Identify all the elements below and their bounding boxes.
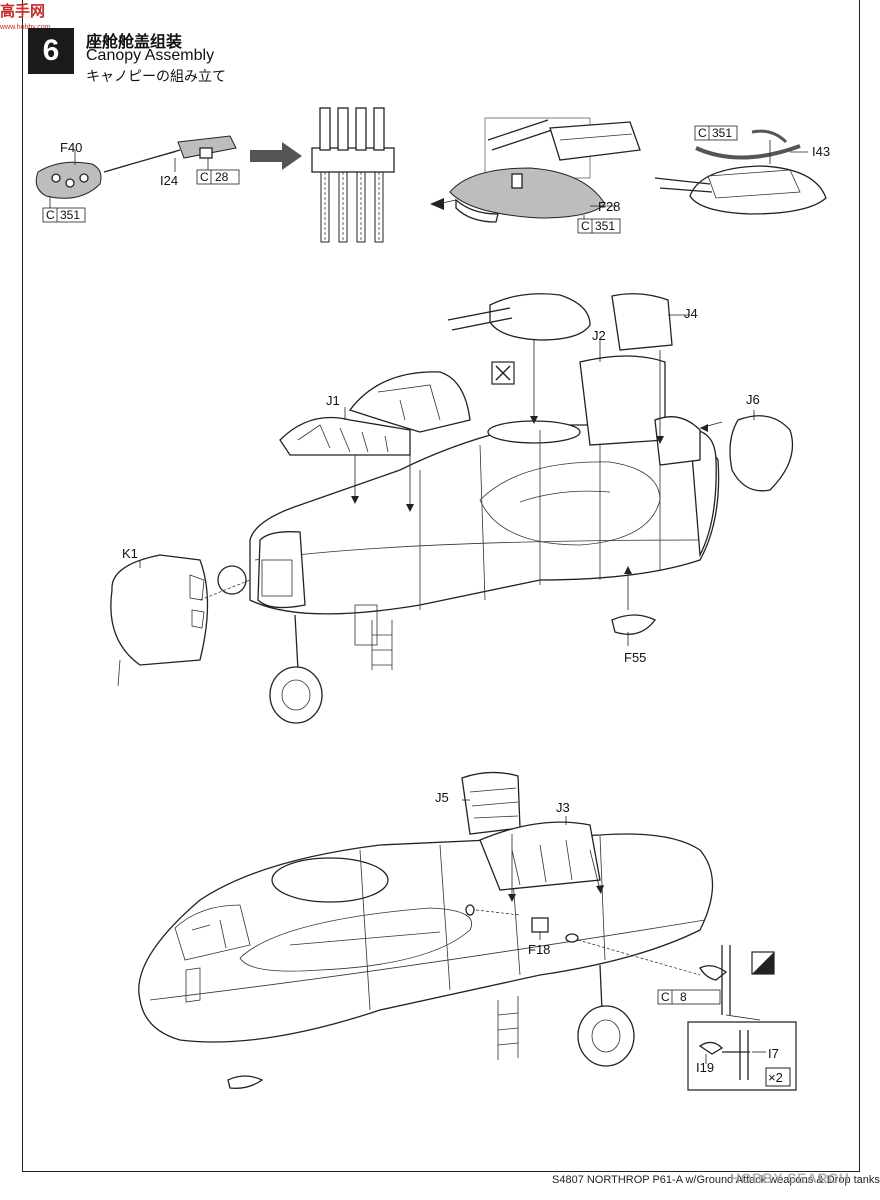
svg-text:C: C bbox=[698, 126, 707, 140]
svg-text:351: 351 bbox=[60, 208, 80, 222]
label-j4: J4 bbox=[684, 306, 698, 321]
color-ref-c351-i43: C 351 bbox=[694, 125, 738, 141]
label-f28: F28 bbox=[598, 199, 620, 214]
part-f18 bbox=[465, 904, 579, 943]
nose-cone-part-k1 bbox=[110, 554, 251, 687]
no-cement-icon bbox=[491, 361, 515, 385]
svg-text:C: C bbox=[581, 219, 590, 233]
gun-mount bbox=[199, 147, 213, 159]
logo-text: 高手网 bbox=[0, 2, 46, 20]
f40-hole bbox=[65, 178, 75, 188]
label-i24: I24 bbox=[160, 173, 178, 188]
arrow-right-icon bbox=[250, 142, 302, 170]
svg-text:8: 8 bbox=[680, 990, 687, 1004]
label-j6: J6 bbox=[746, 392, 760, 407]
f40-hole bbox=[79, 173, 89, 183]
gun-barrel-detail bbox=[119, 151, 176, 168]
label-j2: J2 bbox=[592, 328, 606, 343]
gun-pack-subassembly bbox=[311, 107, 395, 243]
tail-cone-part-j6 bbox=[699, 410, 794, 492]
svg-text:351: 351 bbox=[595, 219, 615, 233]
label-j5: J5 bbox=[435, 790, 449, 805]
step-title-english: Canopy Assembly bbox=[86, 47, 215, 64]
canopy-part-j2-j4 bbox=[579, 293, 701, 466]
svg-text:C: C bbox=[661, 990, 670, 1004]
gun-receiver-i24 bbox=[177, 135, 237, 159]
label-j1: J1 bbox=[326, 393, 340, 408]
antenna-assembly-i7-i19 bbox=[577, 939, 797, 1091]
svg-text:C: C bbox=[46, 208, 55, 222]
fuselage-main-view bbox=[217, 420, 720, 724]
f40-hole bbox=[51, 173, 61, 183]
label-f55: F55 bbox=[624, 650, 646, 665]
svg-text:28: 28 bbox=[215, 170, 229, 184]
turret-subassembly-i43 bbox=[654, 129, 827, 215]
footer-product-title: S4807 NORTHROP P61-A w/Ground Attack wea… bbox=[552, 1174, 880, 1186]
watermark: HOBBY SEARCH bbox=[730, 1170, 850, 1186]
label-k1: K1 bbox=[122, 546, 138, 561]
svg-text:351: 351 bbox=[712, 126, 732, 140]
turret-subassembly-1 bbox=[35, 135, 237, 210]
page-frame bbox=[22, 0, 860, 1172]
label-j3: J3 bbox=[556, 800, 570, 815]
label-i19: I19 bbox=[696, 1060, 714, 1075]
color-ref-c351-f28: C 351 bbox=[577, 218, 621, 234]
color-ref-c28: C 28 bbox=[196, 169, 240, 185]
turret-subassembly-f28 bbox=[430, 117, 641, 223]
svg-text:C: C bbox=[200, 170, 209, 184]
label-f18: F18 bbox=[528, 942, 550, 957]
step-title-chinese: 座舱舱盖组装 bbox=[86, 32, 183, 51]
cement-icon bbox=[751, 951, 775, 975]
canopy-part-j5-j3 bbox=[461, 771, 604, 902]
fuselage-bottom-view bbox=[138, 833, 714, 1089]
step-title-japanese: キャノピーの組み立て bbox=[86, 69, 226, 85]
antenna-part-f55 bbox=[611, 566, 656, 646]
color-ref-c8: C 8 bbox=[657, 989, 721, 1005]
quantity-multiplier: ×2 bbox=[768, 1070, 783, 1085]
logo-subtext: www.hobby.com bbox=[0, 24, 51, 31]
label-i7: I7 bbox=[768, 1046, 779, 1061]
label-i43: I43 bbox=[812, 144, 830, 159]
canopy-part-j1 bbox=[279, 371, 471, 512]
step-number-badge: 6 bbox=[28, 28, 74, 74]
label-f40: F40 bbox=[60, 140, 82, 155]
color-ref-c351: C 351 bbox=[42, 207, 86, 223]
turret-on-fuselage bbox=[447, 293, 591, 424]
